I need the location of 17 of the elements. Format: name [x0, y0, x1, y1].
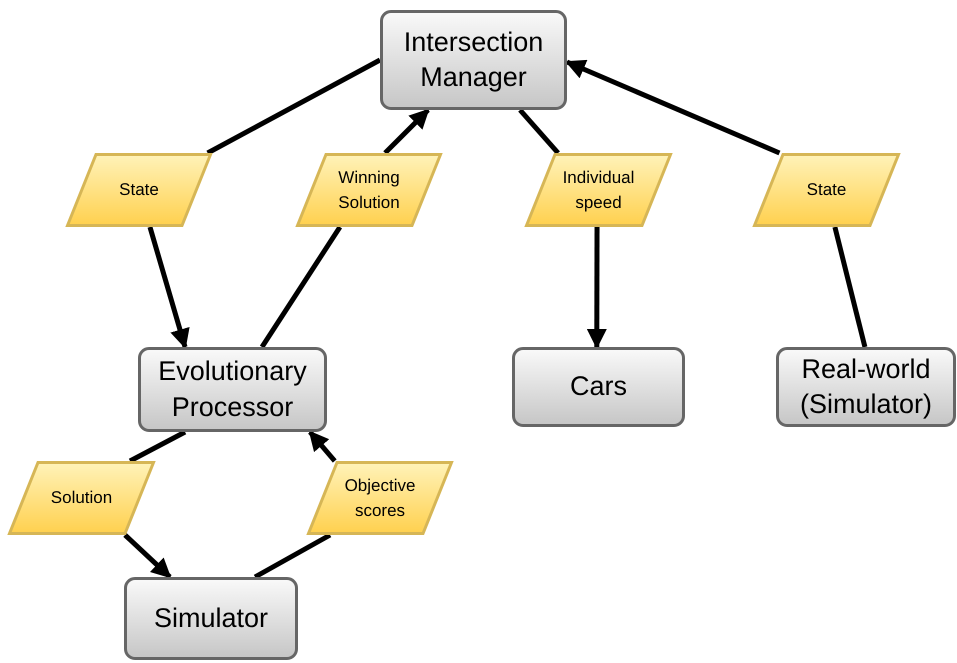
node-label: Solution [50, 487, 112, 510]
arrow [123, 533, 172, 579]
arrow [383, 108, 430, 155]
node-label: State [806, 179, 846, 202]
process-box: Simulator [124, 577, 298, 660]
arrow [148, 226, 190, 349]
arrow [308, 430, 337, 463]
node-label: State [119, 179, 159, 202]
process-box: Cars [512, 347, 685, 427]
arrow [586, 227, 607, 349]
node-label: Winning Solution [337, 166, 401, 214]
process-box: Intersection Manager [380, 10, 567, 110]
node-label: Objective scores [344, 474, 416, 522]
arrow [565, 60, 780, 156]
node-label: Individual speed [562, 166, 636, 214]
process-box: Evolutionary Processor [138, 347, 327, 432]
process-box: Real-world (Simulator) [776, 347, 956, 427]
